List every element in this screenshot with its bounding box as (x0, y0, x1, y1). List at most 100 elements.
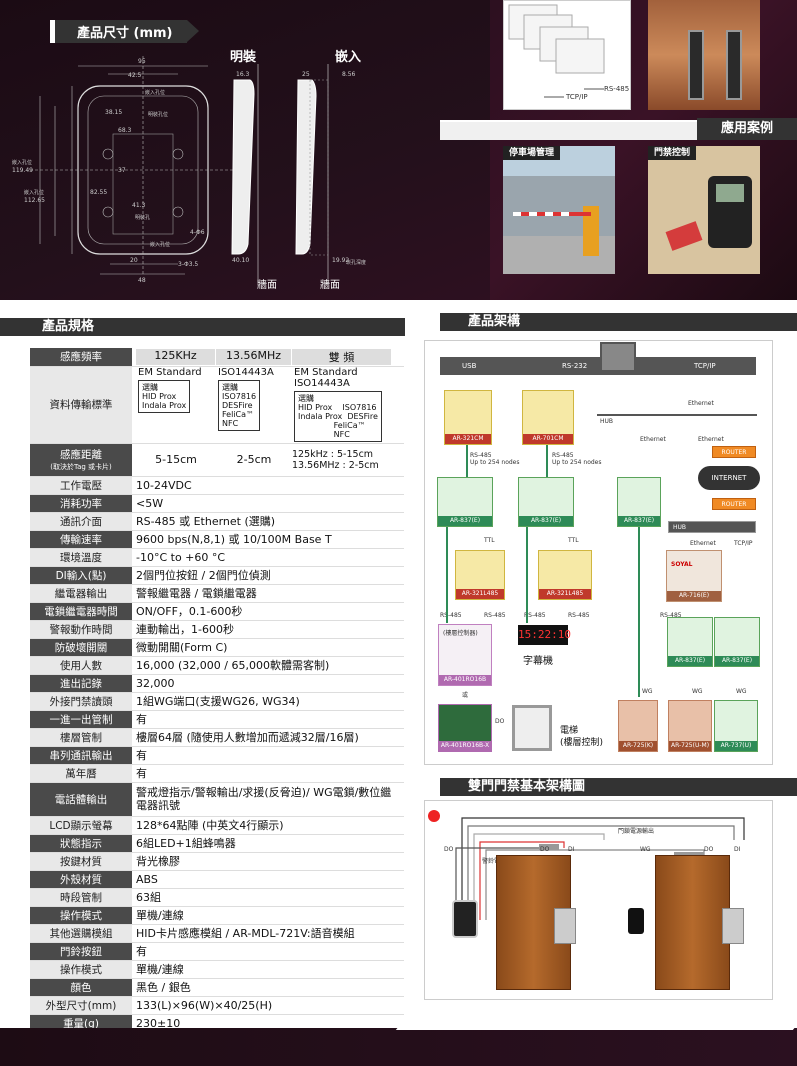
ar716e-label: AR-716(E) (667, 591, 721, 601)
dim-112-65: 112.65 (24, 197, 45, 204)
spec-value: ON/OFF，0.1-600秒 (132, 602, 404, 621)
elevator-icon (512, 705, 552, 751)
spec-key: 一進一出管制 (30, 710, 132, 729)
spec-value: HID卡片感應模組 / AR-MDL-721V:語音模組 (132, 924, 404, 943)
internet-cloud: INTERNET (698, 466, 760, 490)
spec-value: 連動輸出，1-600秒 (132, 620, 404, 639)
flush-mount-label: 嵌入 (335, 50, 362, 65)
surface-hole-label: 明裝孔位 (148, 111, 168, 118)
spec-value: RS-485 或 Ethernet (選購) (132, 512, 404, 531)
dim-19-92: 19.92 (332, 257, 349, 264)
hub-bar-2: HUB (668, 521, 756, 533)
access-case-label: 門禁控制 (648, 146, 697, 160)
rs485-a: RS-485 (440, 612, 462, 619)
ethernet-hub2: Ethernet (690, 540, 716, 547)
ar401-label: AR-401RO16B (439, 675, 491, 685)
spec-row: 一進一出管制有 (30, 710, 404, 729)
ar725um-device: AR-725(U-M) (668, 700, 712, 752)
ethernet-right: Ethernet (698, 436, 724, 443)
spec-row: 門鈴按鈕有 (30, 942, 404, 961)
ar837e-label-2: AR-837(E) (519, 516, 573, 526)
dim-82-55: 82.55 (90, 189, 107, 196)
spec-row: 環境溫度-10°C to +60 °C (30, 548, 404, 567)
spec-key: 繼電器輸出 (30, 584, 132, 603)
spec-key: 環境溫度 (30, 548, 132, 567)
std-c2-head: ISO14443A (218, 366, 274, 378)
spec-value: 有 (132, 942, 404, 961)
spec-value: 16,000 (32,000 / 65,000軟體需客制) (132, 656, 404, 675)
spec-value: 微動開關(Form C) (132, 638, 404, 657)
rs485-d: RS-485 (568, 612, 590, 619)
top-bus: USB RS-232 TCP/IP (440, 357, 756, 375)
spec-key: 外接門禁讀頭 (30, 692, 132, 711)
spec-value: 有 (132, 746, 404, 765)
keypad-reader (452, 900, 478, 938)
ar401x-label: AR-401RO16B-X (439, 741, 491, 751)
dimension-drawing: 95 42.5 38.15 68.3 37 82.55 41.3 20 48 4… (12, 56, 366, 284)
spec-value: 128*64點陣 (中英文4行顯示) (132, 816, 404, 835)
wg-label-3: WG (736, 688, 747, 695)
rs485-nodes-a: RS-485 Up to 254 nodes (470, 452, 520, 466)
freq-c1: 125KHz (136, 348, 216, 365)
spec-key: 門鈴按鈕 (30, 942, 132, 961)
ar321l485-label-1: AR-321L485 (456, 589, 504, 599)
spec-key: 感應頻率 (30, 348, 132, 367)
computer-icon (600, 342, 636, 372)
parking-case-photo: 停車場管理 (503, 146, 615, 274)
dim-40-10: 40.10 (232, 257, 249, 264)
std-c1-options: 選購 HID Prox Indala Prox (138, 379, 191, 413)
floor-controller: (樓層控制器) AR-401RO16B (438, 624, 492, 686)
spec-value: 樓層64層 (隨使用人數增加而遞減32層/16層) (132, 728, 404, 747)
spec-key: DI輸入(點) (30, 566, 132, 585)
spec-row: 按鍵材質背光橡膠 (30, 852, 404, 871)
wall-label-surface: 牆面 (257, 280, 277, 291)
spec-row: 電話體輸出警戒燈指示/警報輸出/求援(反脅迫)/ WG電鎖/數位繼電器訊號 (30, 782, 404, 817)
do-right: DO (704, 846, 714, 853)
rs232-label: RS-232 (562, 362, 588, 370)
parking-case-label: 停車場管理 (503, 146, 561, 160)
std-c3-options: 選購 HID Prox ISO7816 Indala Prox DESFire … (294, 390, 382, 442)
wg-label-1: WG (642, 688, 653, 695)
spec-row: DI輸入(點)2個門位按鈕 / 2個門位偵測 (30, 566, 404, 585)
do-arch: DO (495, 718, 505, 725)
spec-value: 單機/連線 (132, 906, 404, 925)
ar837e-label-4: AR-837(E) (668, 656, 712, 666)
spec-key: 感應距離(取決於Tag 或卡片) (30, 443, 132, 477)
spec-key: 資料傳輸標準 (30, 366, 132, 444)
floor-controller-label: (樓層控制器) (443, 630, 478, 637)
ar725k-label: AR-725(K) (619, 741, 657, 751)
di-right: DI (734, 846, 741, 853)
dim-4-6: 4-Φ6 (190, 229, 205, 236)
elevator-door-right (726, 30, 742, 100)
ar725um-label: AR-725(U-M) (669, 741, 711, 751)
exit-button-left (554, 908, 576, 944)
tcpip-hub2: TCP/IP (734, 540, 753, 547)
rs485-c: RS-485 (524, 612, 546, 619)
ar401x-board: AR-401RO16B-X (438, 704, 492, 752)
spec-header-bar (0, 318, 405, 336)
rs485-b: RS-485 (484, 612, 506, 619)
ar737u-label: AR-737(U) (715, 741, 757, 751)
spec-row: 操作模式單機/連線 (30, 960, 404, 979)
spec-row: 顏色黑色 / 銀色 (30, 978, 404, 997)
ttl-label-1: TTL (484, 537, 495, 544)
exit-button-right (722, 908, 744, 944)
line-d (526, 527, 528, 623)
spec-value: 1組WG端口(支援WG26, WG34) (132, 692, 404, 711)
do-mid: DO (540, 846, 550, 853)
applications-title: 應用案例 (697, 118, 797, 140)
usb-label: USB (462, 362, 477, 370)
ar716e-device: SOYAL AR-716(E) (666, 550, 722, 602)
hub-bar (597, 414, 757, 416)
